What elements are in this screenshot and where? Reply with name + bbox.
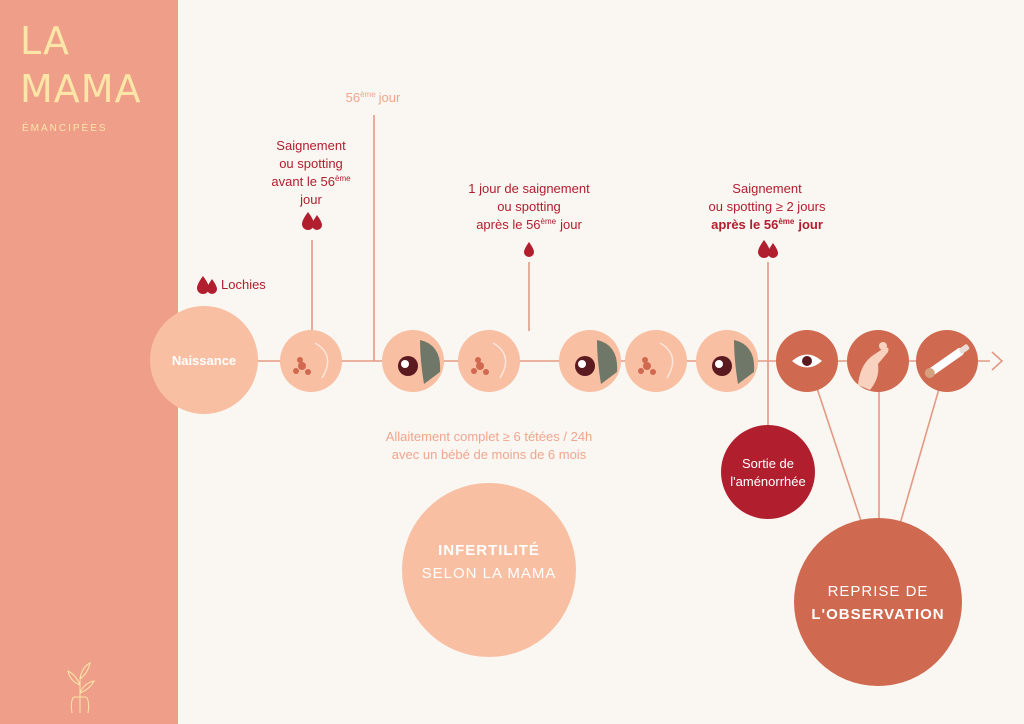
- twodays-annotation: Saignement ou spotting ≥ 2 jours après l…: [709, 181, 826, 232]
- exit-label-line1: Sortie de: [742, 456, 794, 471]
- lochies-label: Lochies: [221, 277, 266, 292]
- feeding-line1: Allaitement complet ≥ 6 tétées / 24h: [386, 429, 593, 444]
- twodays-drop-icon: [758, 240, 778, 258]
- brand-title-line2: MAMA: [20, 67, 142, 111]
- thermometer-node: [916, 330, 978, 392]
- infertility-circle: [402, 483, 576, 657]
- timeline-arrow-icon: [991, 351, 1004, 371]
- before56-line4: jour: [299, 192, 322, 207]
- hand-plant-logo-icon: [67, 662, 95, 714]
- brand-title-line1: LA: [20, 19, 71, 63]
- before56-line1: Saignement: [276, 138, 346, 153]
- exit-circle: [721, 425, 815, 519]
- breast-node-1: [280, 330, 342, 392]
- thermometer-icon: [924, 344, 970, 379]
- pinch-fingers-icon: [858, 347, 889, 390]
- breastfeeding-node-1: [382, 330, 444, 392]
- before56-line3: avant le 56ème: [271, 174, 351, 189]
- breast-node-2: [458, 330, 520, 392]
- breastfeeding-node-2: [559, 330, 621, 392]
- exit-label-line2: l'aménorrhée: [730, 474, 805, 489]
- oneday-line1: 1 jour de saignement: [468, 181, 590, 196]
- brand-subtitle: ÉMANCIPÉES: [22, 123, 108, 134]
- lochies-drop-icon: [197, 276, 217, 294]
- resume-subtitle: L'OBSERVATION: [811, 606, 944, 623]
- resume-circle: [794, 518, 962, 686]
- feeding-annotation: Allaitement complet ≥ 6 tétées / 24h ave…: [386, 429, 593, 462]
- breastfeeding-icon: [420, 340, 441, 384]
- oneday-line2: ou spotting: [497, 199, 561, 214]
- breastfeeding-node-3: [696, 330, 758, 392]
- breastfeeding-icon: [734, 340, 755, 384]
- breast-icon: [293, 357, 311, 375]
- birth-label: Naissance: [172, 353, 236, 368]
- birth-circle: [150, 306, 258, 414]
- sidebar: LA MAMA ÉMANCIPÉES: [0, 0, 178, 724]
- oneday-annotation: 1 jour de saignement ou spotting après l…: [468, 181, 590, 232]
- breast-node-3: [625, 330, 687, 392]
- before56-annotation: Saignement ou spotting avant le 56ème jo…: [271, 138, 351, 207]
- breastfeeding-icon: [597, 340, 618, 384]
- breast-icon: [638, 357, 656, 375]
- before56-drop-icon: [302, 212, 322, 230]
- infertility-subtitle: SELON LA MAMA: [422, 565, 557, 582]
- resume-title: REPRISE DE: [828, 583, 929, 600]
- breast-icon: [471, 357, 489, 375]
- feeding-line2: avec un bébé de moins de 6 mois: [392, 447, 587, 462]
- twodays-line2: ou spotting ≥ 2 jours: [709, 199, 826, 214]
- eye-node: [776, 330, 838, 392]
- pinch-node: [847, 330, 909, 392]
- twodays-line1: Saignement: [732, 181, 802, 196]
- before56-line2: ou spotting: [279, 156, 343, 171]
- infertility-title: INFERTILITÉ: [438, 542, 540, 559]
- oneday-drop-icon: [524, 242, 534, 257]
